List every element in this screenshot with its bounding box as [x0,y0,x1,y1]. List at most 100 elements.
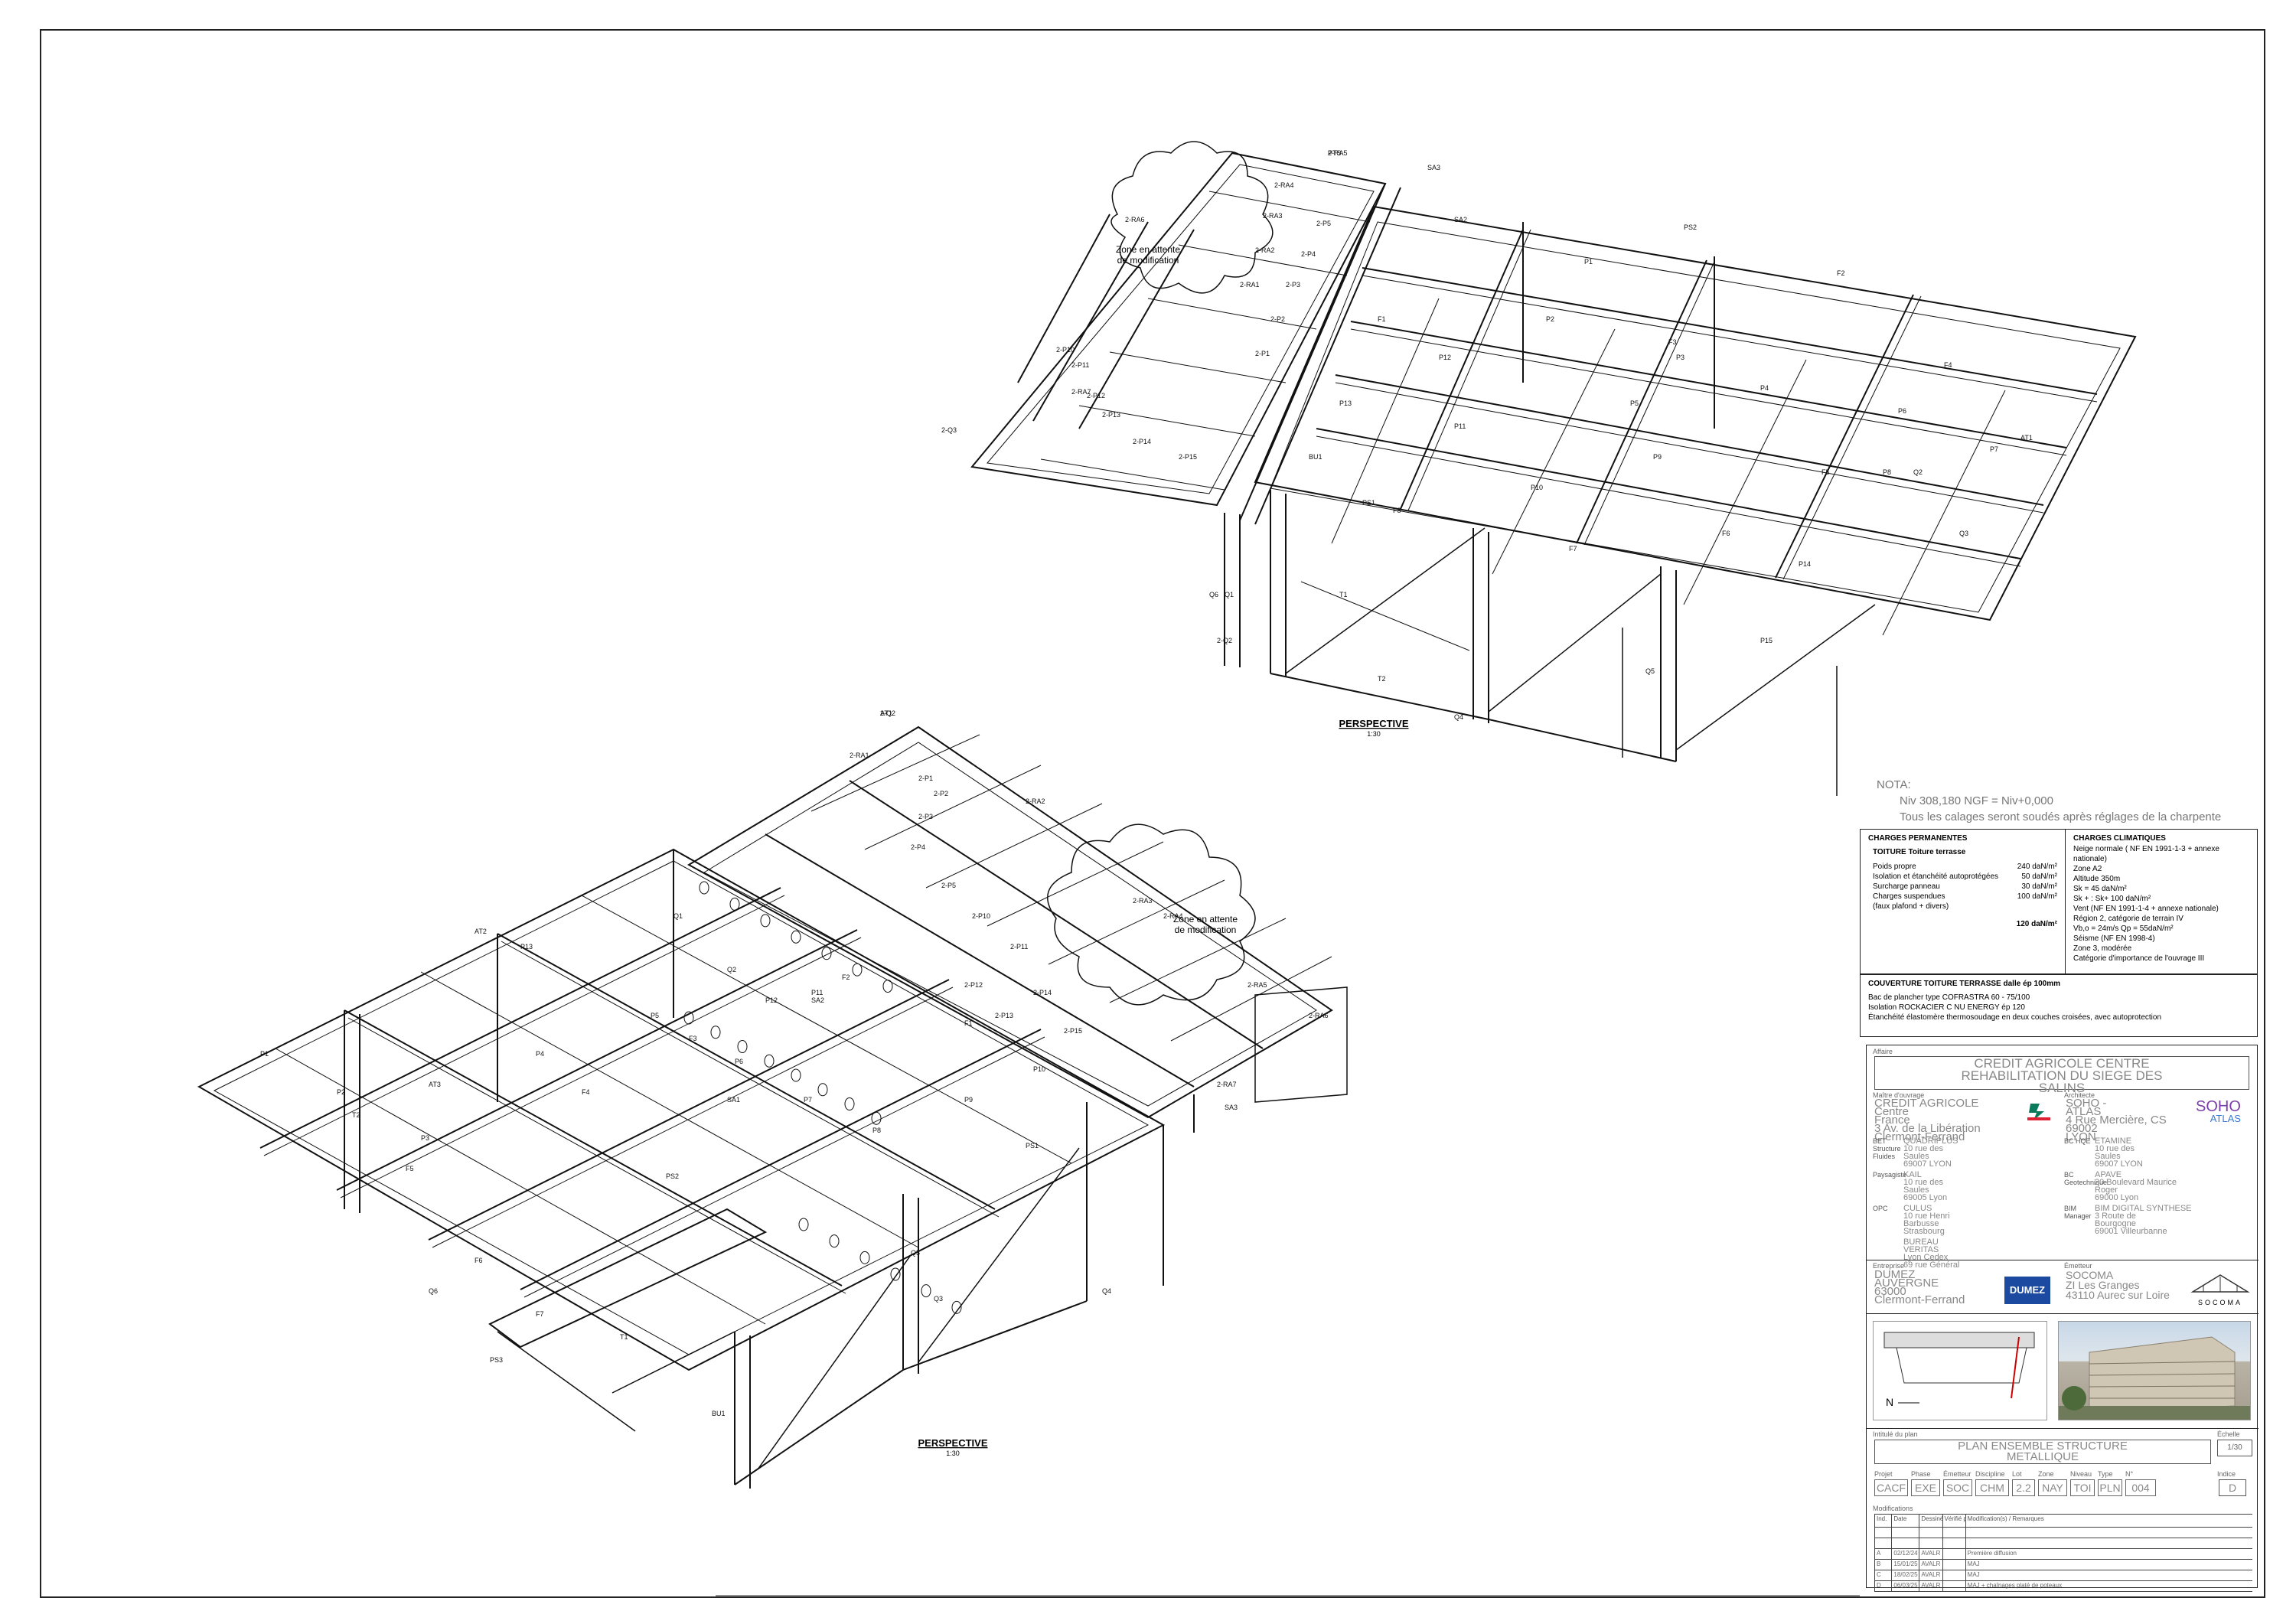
code-value: TOI [2070,1479,2095,1496]
member-label: Q2 [727,966,736,973]
code-label: Type [2098,1470,2113,1478]
member-label: AT1 [2020,434,2033,442]
member-label: P9 [1653,453,1662,461]
member-label: PS3 [490,1356,503,1364]
web-opening [951,1300,962,1314]
code-label: Niveau [2070,1470,2092,1478]
modification-cell [1965,1528,2252,1538]
member-label: 2-Q2 [880,709,895,717]
member-label: 2-P2 [1270,315,1285,323]
nota-line-2: Tous les calages seront soudés après rég… [1900,810,2222,823]
member-label: 2-P12 [1087,392,1105,399]
couverture-title: COUVERTURE TOITURE TERRASSE dalle ép 100… [1868,980,2060,988]
member-label: Q5 [911,1249,920,1257]
entity-role: BET Structure Fluides [1873,1137,1901,1160]
member-label: P14 [1799,560,1811,568]
annotation-text-bottom: Zone en attente [1173,914,1238,925]
member-label: PS1 [1026,1142,1039,1150]
charges-permanentes-title: CHARGES PERMANENTES [1868,834,1968,843]
web-opening [710,1026,721,1039]
charges-climatiques: CHARGES CLIMATIQUES Neige normale ( NF E… [2066,830,2257,975]
echelle-label: Échelle [2217,1430,2240,1438]
member-label: T1 [1339,591,1348,598]
member-label: F7 [536,1310,544,1318]
member-label: 2-P1 [1255,350,1270,357]
member-label: 2-RA2 [1255,246,1275,254]
web-opening [817,1083,828,1097]
member-label: F3 [689,1035,697,1042]
modification-cell [1919,1538,1942,1548]
member-label: 2-RA2 [1026,797,1045,805]
modification-cell: 18/02/25 [1891,1570,1919,1580]
member-label: BU1 [1309,453,1322,461]
nota-title: NOTA: [1877,778,1911,791]
modification-cell [1942,1538,1965,1548]
code-value: SOC [1943,1479,1972,1496]
nota-line-1: Niv 308,180 NGF = Niv+0,000 [1900,794,2053,807]
member-label: P3 [421,1134,429,1142]
modification-cell: Première diffusion [1965,1549,2252,1559]
climatic-line: Sk = 45 daN/m² [2073,885,2127,893]
member-label: P4 [536,1050,544,1058]
member-label: T2 [352,1111,360,1119]
modification-cell [1942,1528,1965,1538]
moa-label: Maître d'ouvrage [1873,1091,1925,1099]
modification-cell: A [1874,1549,1891,1559]
member-label: P12 [1439,354,1451,361]
climatic-line: Sk + : Sk+ 100 daN/m² [2073,895,2151,903]
web-opening [791,1068,801,1082]
revision-cloud-bottom [1047,823,1256,1006]
modification-cell [1965,1538,2252,1548]
view-title-bottom: PERSPECTIVE [918,1437,987,1449]
member-label: F2 [1837,269,1845,277]
modification-cell [1891,1528,1919,1538]
member-label: P8 [872,1127,881,1134]
modification-cell: Vérifié par [1942,1515,1965,1527]
annotation-text-top-2: de modification [1117,255,1179,266]
modification-cell: Dessiné par [1919,1515,1942,1527]
member-label: SA3 [1225,1104,1238,1111]
affaire-label: Affaire [1873,1048,1893,1055]
member-label: 2-RA5 [1328,149,1348,157]
member-label: 2-P1 [918,774,933,782]
climatic-line: Région 2, catégorie de terrain IV [2073,915,2183,923]
couverture-line: Étanchéité élastomère thermosoudage en d… [1868,1013,2162,1022]
member-label: P5 [651,1012,659,1019]
member-label: 2-P15 [1064,1027,1082,1035]
view-scale-bottom: 1:30 [946,1450,960,1457]
member-label: P3 [1676,354,1684,361]
web-opening [699,881,709,895]
member-label: P7 [1990,445,1998,453]
web-opening [882,980,893,993]
modification-cell: 06/03/25 [1891,1581,1919,1591]
member-label: P10 [1033,1065,1045,1073]
member-label: PTS [1328,149,1342,157]
code-label: N° [2125,1470,2134,1478]
modification-row [1874,1538,2252,1548]
entity-row: BC HQE ETAMINE 10 rue des Saules 69007 LY… [2064,1136,2255,1169]
member-label: Q6 [1209,591,1218,598]
entity-name: BIM DIGITAL SYNTHESE 3 Route de Bourgogn… [2095,1204,2192,1236]
climatic-line: Zone 3, modérée [2073,944,2132,953]
annotation-text-bottom-2: de modification [1175,925,1237,935]
member-label: F1 [964,1019,973,1027]
indice-label: Indice [2217,1470,2236,1478]
member-label: P6 [735,1058,743,1065]
plan-label: Intitulé du plan [1873,1430,1918,1438]
beam-web-openings [683,881,962,1314]
credit-agricole-logo [2026,1101,2053,1122]
member-label: P1 [260,1050,269,1058]
entity-name: ETAMINE 10 rue des Saules 69007 LYON [2095,1136,2143,1169]
entity-role: BC HQE [2064,1137,2091,1145]
modification-cell: MAJ [1965,1560,2252,1570]
member-label: F7 [1569,545,1577,553]
divider-3 [1867,1428,2258,1429]
modification-cell: MAJ + chaînages platé de poteaux [1965,1581,2252,1591]
member-label: P15 [1760,637,1773,644]
member-label: Q1 [673,912,683,920]
member-label: 2-P13 [1102,411,1120,419]
